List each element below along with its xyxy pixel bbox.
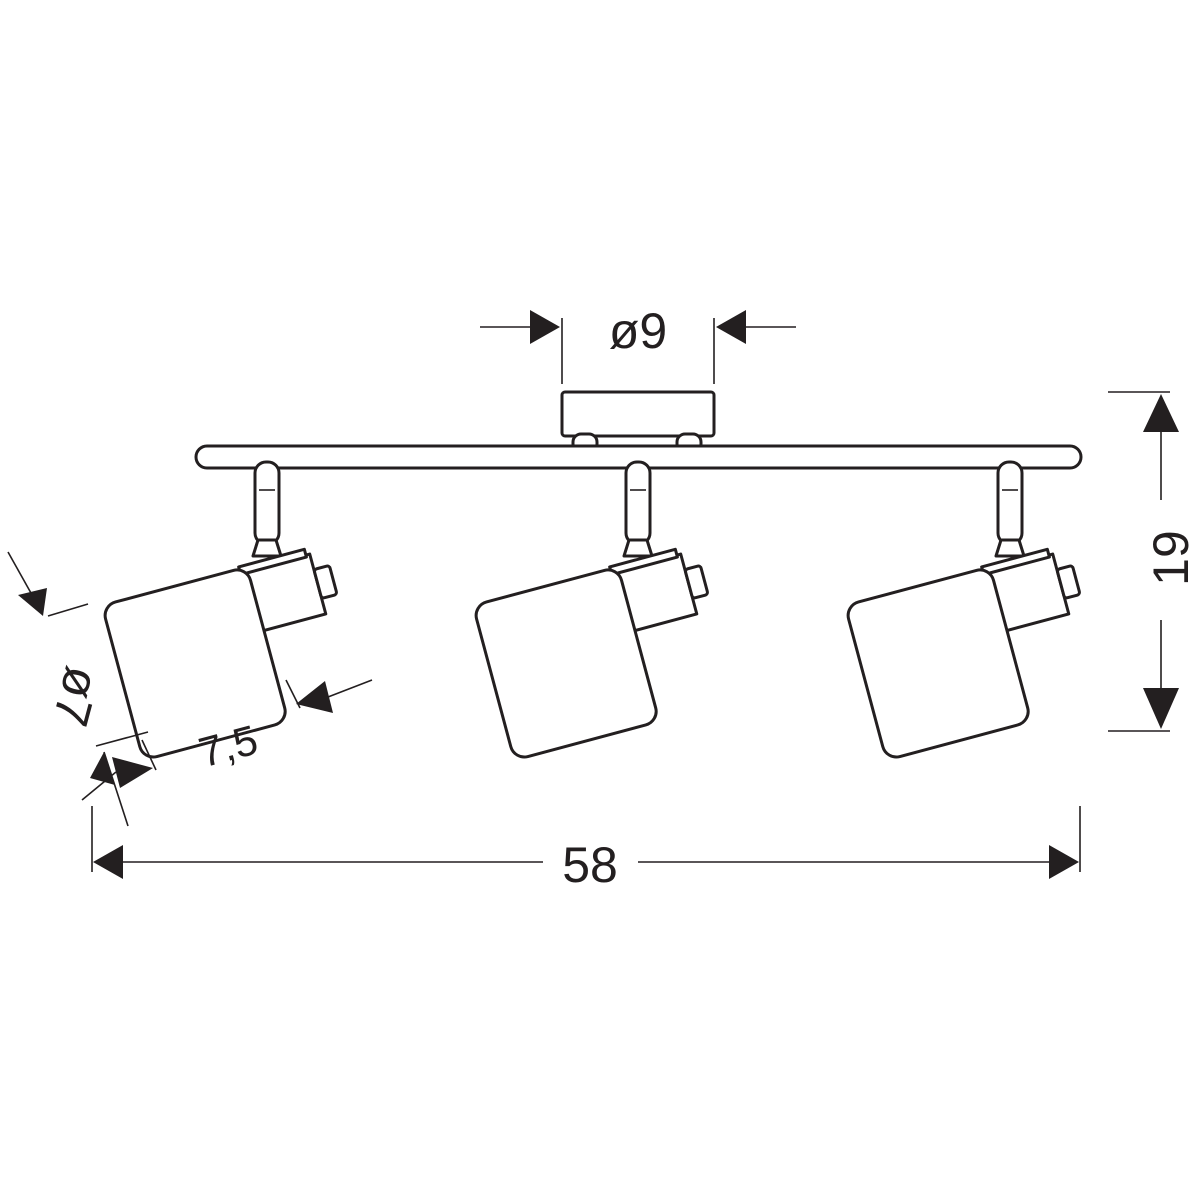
height-dimension: 19 (1108, 391, 1199, 732)
canopy-diameter-label: ø9 (609, 303, 667, 359)
total-length-dimension: 58 (91, 806, 1081, 893)
canopy (560, 390, 716, 454)
canopy-diameter-dimension: ø9 (480, 303, 796, 384)
total-length-label: 58 (562, 837, 618, 893)
height-label: 19 (1143, 530, 1199, 586)
shade-diameter-label: ø7 (42, 661, 111, 732)
spotlight-2 (474, 460, 709, 759)
spotlight-1 (103, 460, 338, 759)
shade-diameter-dimension: ø7 (7, 551, 149, 827)
spotlight-3 (846, 460, 1081, 759)
